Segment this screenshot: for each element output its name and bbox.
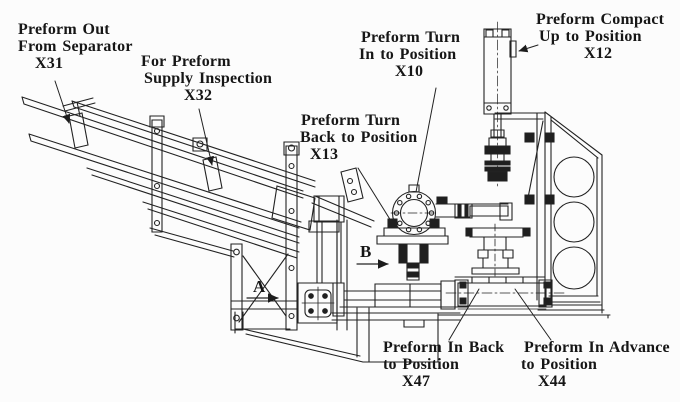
callout-x31: Preform Out From Separator X31	[18, 21, 133, 72]
callout-x12: Preform Compact Up to Position X12	[536, 11, 664, 62]
callout-x13: Preform Turn Back to Position X13	[300, 112, 417, 163]
callout-x44-code: X44	[538, 373, 567, 390]
leader-x10	[416, 88, 436, 192]
leader-lines	[55, 45, 551, 340]
callout-x10-code: X10	[395, 63, 424, 80]
callout-x10-line2: In to Position	[359, 46, 457, 63]
callout-x32-line2: Supply Inspection	[144, 70, 273, 87]
compact-cylinder	[484, 22, 516, 186]
guide-bracket	[341, 168, 363, 202]
leader-x32	[199, 109, 214, 165]
callout-x47: Preform In Back to Position X47	[383, 339, 504, 390]
callout-x13-line1: Preform Turn	[301, 112, 401, 129]
leader-x47	[449, 289, 479, 340]
support-stand	[231, 244, 297, 330]
callout-x10-line1: Preform Turn	[361, 29, 461, 46]
compact-head	[485, 138, 510, 181]
callout-x31-code: X31	[35, 55, 64, 72]
transfer-arm	[436, 197, 512, 220]
sensor-flag-x44	[506, 277, 523, 283]
callout-x47-line2: to Position	[383, 356, 460, 373]
callout-x32-code: X32	[184, 87, 213, 104]
leader-x13	[358, 168, 391, 221]
callout-x13-line2: Back to Position	[300, 129, 418, 146]
slide-unit	[446, 277, 566, 309]
discharge-chute	[272, 186, 347, 330]
leader-x12	[519, 45, 538, 53]
direction-arrows	[247, 259, 389, 303]
callout-x31-line2: From Separator	[18, 38, 133, 55]
conveyor-posts	[150, 116, 299, 330]
callout-x44: Preform In Advance to Position X44	[521, 339, 670, 390]
callout-x13-code: X13	[310, 146, 339, 163]
callout-x31-line1: Preform Out	[18, 21, 110, 38]
callout-x47-line1: Preform In Back	[383, 339, 505, 356]
callout-x32: For Preform Supply Inspection X32	[141, 53, 272, 104]
callout-x44-line2: to Position	[521, 356, 598, 373]
frame-plate	[545, 112, 602, 313]
sensor-flag-x47	[472, 277, 489, 283]
callout-x10: Preform Turn In to Position X10	[359, 29, 460, 80]
callout-x12-line2: Up to Position	[539, 28, 642, 45]
control-box	[298, 283, 337, 323]
leader-x31	[55, 81, 71, 123]
leader-x44	[515, 289, 551, 340]
nest-assembly	[466, 224, 530, 276]
callout-x32-line1: For Preform	[141, 53, 231, 70]
slide-cylinder	[332, 281, 460, 327]
sensor-bracket-x31	[63, 98, 95, 148]
conveyor-rails	[22, 97, 374, 258]
rotary-actuator	[377, 185, 448, 280]
callout-x12-code: X12	[584, 45, 613, 62]
direction-marker-b: B	[360, 242, 372, 261]
direction-marker-a: A	[253, 277, 266, 296]
machine-base	[235, 305, 610, 362]
callout-x12-line1: Preform Compact	[536, 11, 665, 28]
callout-x44-line1: Preform In Advance	[524, 339, 670, 356]
callout-x47-code: X47	[402, 373, 431, 390]
